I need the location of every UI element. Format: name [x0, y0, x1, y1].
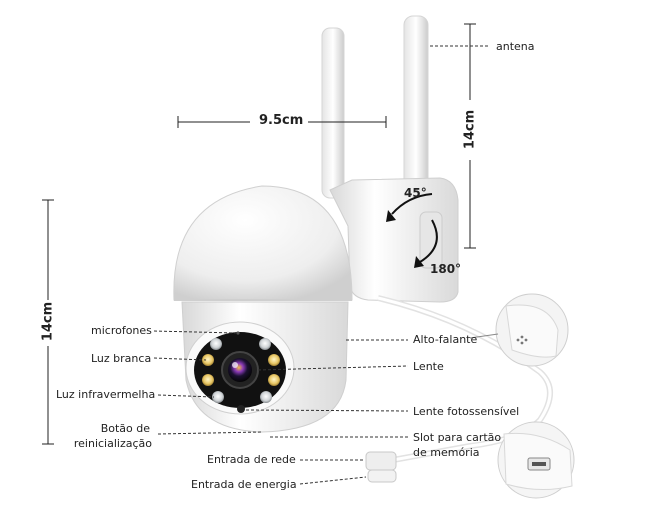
- label-card-slot-line1: Slot para cartão: [413, 431, 502, 444]
- side-height-dimension-label: 14cm: [40, 301, 56, 342]
- label-white-light: Luz branca: [91, 352, 152, 365]
- label-lens: Lente: [413, 360, 444, 373]
- width-dimension-label: 9.5cm: [259, 113, 304, 128]
- label-antenna: antena: [496, 40, 535, 53]
- tilt-arrow: [391, 193, 433, 215]
- label-infrared-light: Luz infravermelha: [56, 388, 156, 401]
- label-microphones: microfones: [91, 324, 152, 337]
- pan-arrow: [419, 219, 438, 263]
- label-speaker: Alto-falante: [413, 333, 478, 346]
- label-power-input: Entrada de energia: [191, 478, 297, 491]
- card-slot-zoom: [497, 421, 575, 499]
- label-network-input: Entrada de rede: [207, 453, 296, 466]
- height-dimension-label: 14cm: [462, 109, 478, 150]
- microphone-hole: [236, 331, 240, 335]
- label-reset-button-line2: reinicialização: [73, 437, 152, 450]
- label-photosensitive-lens: Lente fotossensível: [413, 405, 520, 418]
- pan-angle-label: 180°: [430, 262, 462, 276]
- label-card-slot-line2: de memória: [413, 446, 480, 459]
- photosensitive-lens: [237, 405, 245, 413]
- mount-bracket: [329, 177, 459, 303]
- power-connector: [367, 469, 397, 483]
- tilt-angle-label: 45°: [404, 186, 427, 200]
- speaker-zoom: [495, 293, 569, 367]
- left-antenna: [321, 27, 345, 199]
- network-connector: [365, 451, 397, 471]
- label-reset-button-line1: Botão de: [100, 422, 150, 435]
- camera-dome: [173, 185, 353, 301]
